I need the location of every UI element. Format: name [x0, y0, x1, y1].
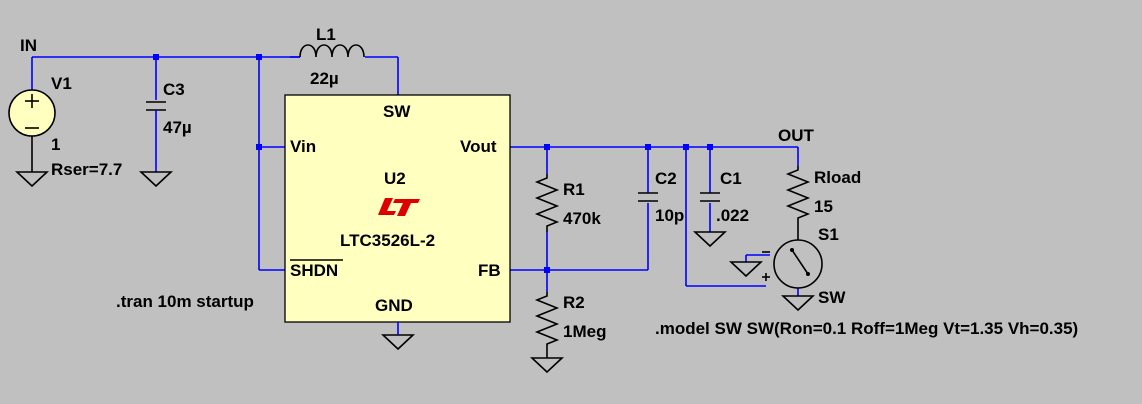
- c2-capacitor: [638, 192, 658, 202]
- c3-name: C3: [163, 80, 185, 99]
- u2-pin-shdn: SHDN: [290, 261, 338, 280]
- rload-name: Rload: [814, 168, 861, 187]
- r1-resistor: [534, 174, 560, 232]
- s1-switch: [728, 239, 823, 312]
- rload-value: 15: [814, 197, 833, 216]
- r1-name: R1: [563, 180, 585, 199]
- r1-value: 470k: [563, 209, 601, 228]
- r2-value: 1Meg: [563, 322, 606, 341]
- u2-pin-sw: SW: [383, 102, 411, 121]
- c1-capacitor: [692, 192, 728, 248]
- u2-pin-fb: FB: [478, 261, 501, 280]
- v1-rser: Rser=7.7: [51, 160, 122, 179]
- c1-value: .022: [716, 206, 749, 225]
- net-label-in: IN: [20, 36, 37, 55]
- c3-value: 47µ: [163, 118, 192, 137]
- l1-value: 22µ: [310, 69, 339, 88]
- l1-inductor: [290, 44, 365, 58]
- s1-model: SW: [818, 288, 846, 307]
- junction-dots: [153, 54, 713, 273]
- c2-value: 10p: [655, 206, 684, 225]
- net-label-out: OUT: [778, 126, 815, 145]
- c1-name: C1: [720, 169, 742, 188]
- rload-resistor: [785, 166, 811, 240]
- u2-part: LTC3526L-2: [340, 231, 435, 250]
- v1-name: V1: [51, 74, 72, 93]
- u2-ic: [284, 94, 511, 351]
- u2-pin-vout: Vout: [460, 137, 497, 156]
- r2-name: R2: [563, 293, 585, 312]
- v1-value: 1: [51, 135, 60, 154]
- s1-name: S1: [818, 225, 839, 244]
- u2-name: U2: [384, 169, 406, 188]
- v1-voltage-source: [8, 89, 56, 188]
- c3-capacitor: [138, 101, 174, 188]
- tran-directive: .tran 10m startup: [116, 292, 254, 311]
- u2-pin-gnd: GND: [375, 296, 413, 315]
- linear-technology-logo-icon: [378, 198, 420, 216]
- wires: [31, 56, 799, 296]
- model-directive: .model SW SW(Ron=0.1 Roff=1Meg Vt=1.35 V…: [655, 319, 1078, 338]
- l1-name: L1: [316, 25, 336, 44]
- r2-resistor: [529, 292, 565, 374]
- u2-pin-vin: Vin: [290, 137, 316, 156]
- c2-name: C2: [655, 169, 677, 188]
